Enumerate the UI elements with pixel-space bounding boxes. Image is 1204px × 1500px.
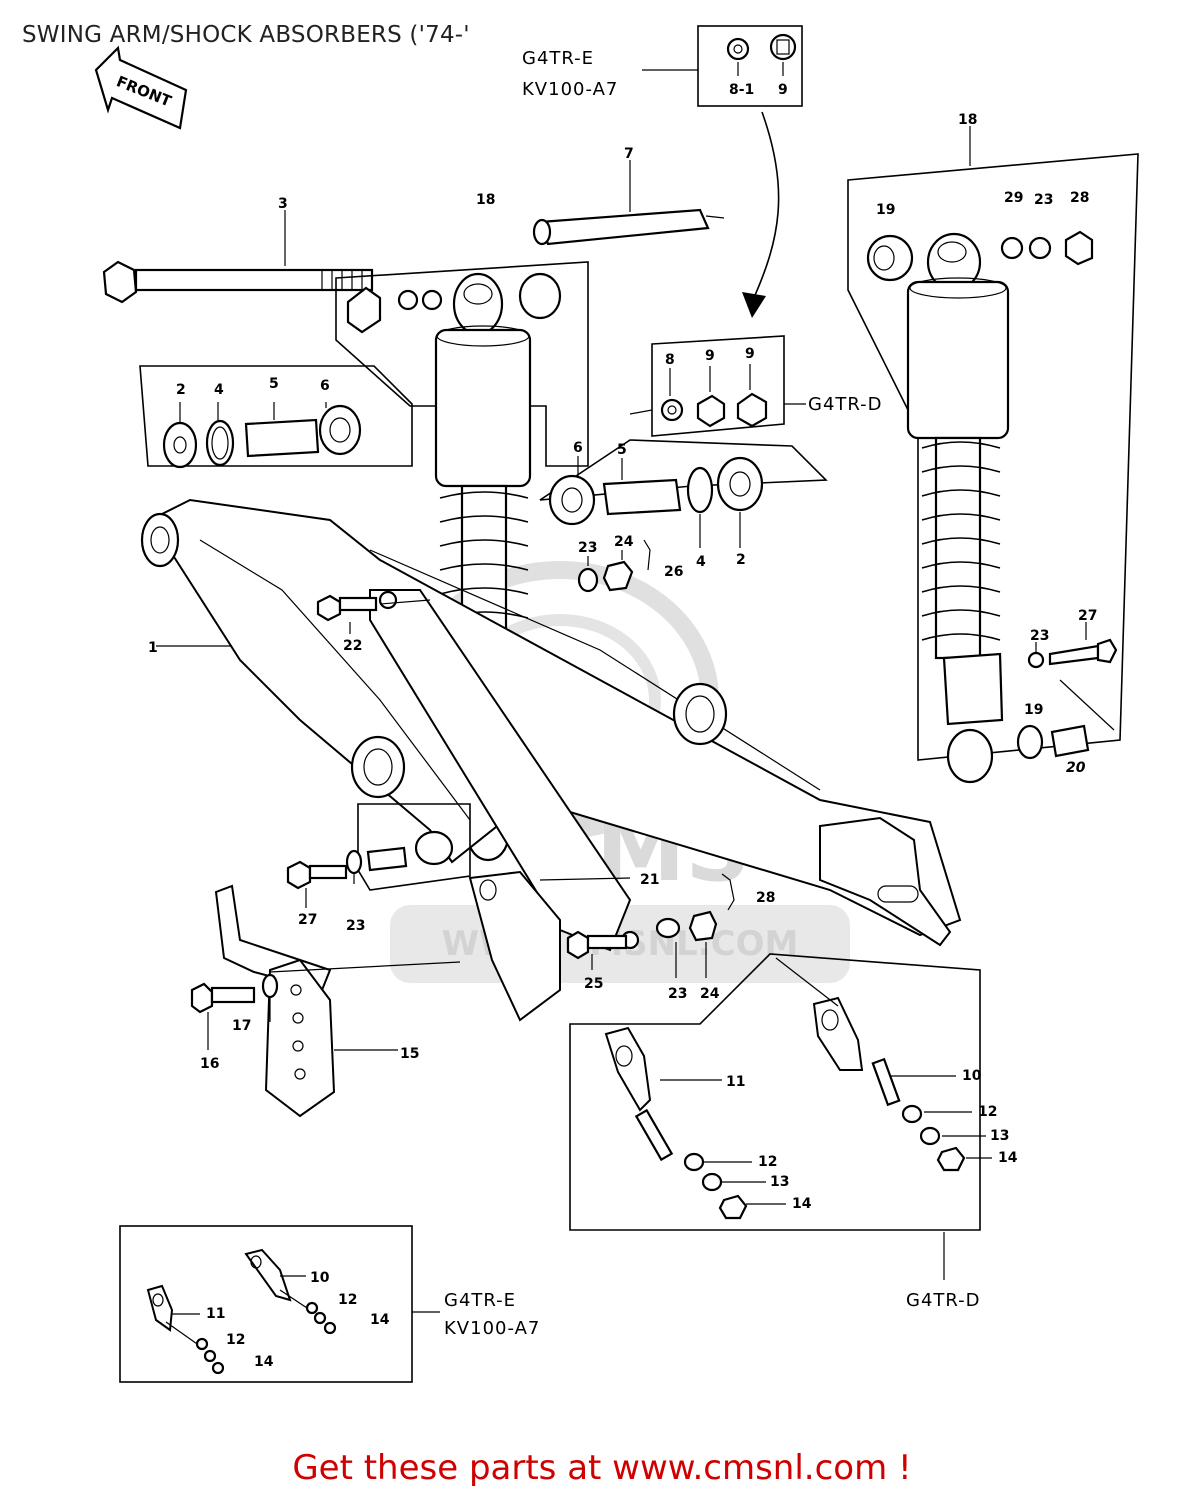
callout-22: 22	[343, 638, 362, 654]
callout-16: 16	[200, 1056, 219, 1072]
callout-15: 15	[400, 1046, 419, 1062]
chain-adjuster-inset-g4tr-e	[119, 1225, 440, 1383]
callout-19-top: 19	[876, 202, 895, 218]
callout-4-right: 4	[696, 554, 706, 570]
callout-17: 17	[232, 1018, 251, 1034]
callout-6-right: 6	[573, 440, 583, 456]
bolt-nut-group-25-23-24	[566, 873, 735, 978]
footer-link-text[interactable]: Get these parts at www.cmsnl.com !	[292, 1448, 912, 1488]
callout-12-inset-b: 12	[226, 1332, 245, 1348]
model-label-kv100-top: KV100-A7	[522, 79, 618, 100]
model-label-kv100-bottom: KV100-A7	[444, 1318, 540, 1339]
callout-3: 3	[278, 196, 288, 212]
callout-29: 29	[1004, 190, 1023, 206]
callout-25: 25	[584, 976, 603, 992]
nut-group-23-24-26	[577, 539, 651, 593]
callout-14-left: 14	[792, 1196, 812, 1212]
model-label-g4tr-d-mid: G4TR-D	[808, 394, 883, 415]
footer-link[interactable]: Get these parts at www.cmsnl.com !	[0, 1448, 1204, 1488]
brake-stay-part-15	[190, 884, 461, 1118]
bolt-part-22	[316, 594, 431, 634]
callout-4-left: 4	[214, 382, 224, 398]
callout-28-top: 28	[1070, 190, 1089, 206]
callout-18-center: 18	[476, 192, 495, 208]
chain-adjuster-inset-g4tr-d	[569, 953, 992, 1280]
callout-14-inset-a: 14	[370, 1312, 390, 1328]
pivot-parts-right-group	[539, 439, 828, 548]
callout-8-mid: 8	[665, 352, 675, 368]
callout-27-right: 27	[1078, 608, 1097, 624]
callout-8-1-top: 8-1	[729, 82, 754, 98]
callout-23-bottom: 23	[668, 986, 687, 1002]
callout-10: 10	[962, 1068, 982, 1084]
callout-1: 1	[148, 640, 158, 656]
callout-9-mid-b: 9	[745, 346, 755, 362]
model-label-g4tr-d-bottom: G4TR-D	[906, 1290, 981, 1311]
callout-20: 20	[1066, 760, 1086, 776]
collar-part-7	[532, 160, 725, 246]
callout-7: 7	[624, 146, 634, 162]
callout-13-right: 13	[990, 1128, 1009, 1144]
callout-12-inset-a: 12	[338, 1292, 357, 1308]
callout-27-left: 27	[298, 912, 317, 928]
callout-5-right: 5	[617, 442, 627, 458]
shock-absorber-detail-right	[847, 126, 1139, 784]
inset-g4tr-d-washers	[629, 335, 806, 437]
callout-9-mid-a: 9	[705, 348, 715, 364]
pivot-parts-left-group	[139, 365, 413, 469]
callout-11-inset: 11	[206, 1306, 225, 1322]
model-label-g4tr-e-top: G4TR-E	[522, 48, 594, 69]
bolt-part-3	[102, 210, 374, 304]
callout-14-inset-b: 14	[254, 1354, 274, 1370]
callout-24-bottom: 24	[700, 986, 720, 1002]
callout-9-top: 9	[778, 82, 788, 98]
callout-6-left: 6	[320, 378, 330, 394]
callout-13-left: 13	[770, 1174, 789, 1190]
callout-12-right: 12	[978, 1104, 997, 1120]
callout-14-right: 14	[998, 1150, 1018, 1166]
callout-23-left: 23	[346, 918, 365, 934]
callout-24-mid: 24	[614, 534, 634, 550]
callout-26: 26	[664, 564, 683, 580]
callout-2-left: 2	[176, 382, 186, 398]
inset-g4tr-e-washers	[642, 25, 803, 318]
callout-23-right: 23	[1030, 628, 1049, 644]
callout-23-top-right: 23	[1034, 192, 1053, 208]
callout-numbers: 8-1 9 7 3 18 18 19 29 23 28 2 4 5 6 8 9 …	[148, 82, 1097, 1370]
callout-28-mid: 28	[756, 890, 775, 906]
callout-11: 11	[726, 1074, 745, 1090]
callout-5-left: 5	[269, 376, 279, 392]
callout-21: 21	[640, 872, 659, 888]
callout-18-right: 18	[958, 112, 977, 128]
model-label-g4tr-e-bottom: G4TR-E	[444, 1290, 516, 1311]
front-direction-arrow: FRONT	[94, 45, 188, 130]
callout-12-left: 12	[758, 1154, 777, 1170]
callout-19-right: 19	[1024, 702, 1043, 718]
callout-23-mid: 23	[578, 540, 597, 556]
callout-10-inset: 10	[310, 1270, 330, 1286]
callout-2-right: 2	[736, 552, 746, 568]
page-title: SWING ARM/SHOCK ABSORBERS ('74-'	[22, 22, 470, 48]
lower-shock-mount-group	[286, 803, 631, 1022]
